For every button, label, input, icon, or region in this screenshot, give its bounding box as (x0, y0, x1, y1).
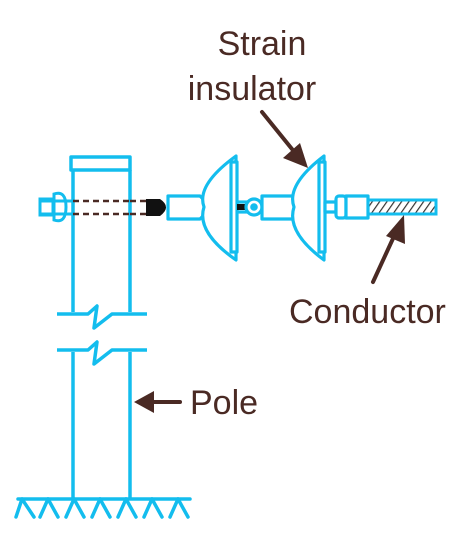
disc-link-pin (237, 204, 250, 210)
conductor (366, 198, 438, 216)
label-strain-line1: Strain (218, 25, 307, 63)
ground (14, 497, 192, 519)
arrow-conductor-head (386, 215, 405, 244)
insulator-disc-left (166, 154, 250, 262)
pole-break-upper (57, 304, 147, 330)
arrow-conductor (371, 215, 405, 284)
pole (57, 155, 147, 499)
arrow-strain-shaft (260, 110, 298, 156)
disc-left-shell (201, 154, 238, 262)
label-conductor: Conductor (289, 293, 446, 331)
arrow-pole (134, 391, 182, 413)
label-strain-insulator: Strain insulator (188, 25, 317, 108)
insulator-disc-right (260, 154, 370, 262)
label-pole-group: Pole (190, 384, 258, 422)
conductor-wire (366, 198, 438, 216)
bolt-eye (146, 199, 166, 216)
disc-left-cap (166, 194, 207, 221)
conductor-clamp-body (344, 194, 370, 220)
disc-right-shell (291, 154, 326, 262)
arrow-strain-insulator (260, 110, 308, 168)
pole-break-lower (57, 340, 147, 366)
arrow-pole-head (134, 391, 154, 413)
through-bolt (38, 191, 166, 223)
disc-left-rim (229, 160, 239, 254)
label-pole: Pole (190, 384, 258, 422)
arrow-conductor-shaft (371, 230, 398, 284)
pole-top (69, 155, 132, 172)
ball-joint-pin (250, 203, 258, 211)
arrow-strain-head (283, 143, 308, 168)
label-strain-line2: insulator (188, 70, 317, 108)
ball-socket-joint (244, 197, 264, 217)
conductor-clamp-neck (323, 200, 338, 214)
ground-hatch (14, 497, 190, 519)
bolt-washer (52, 191, 68, 223)
label-conductor-group: Conductor (289, 293, 446, 331)
